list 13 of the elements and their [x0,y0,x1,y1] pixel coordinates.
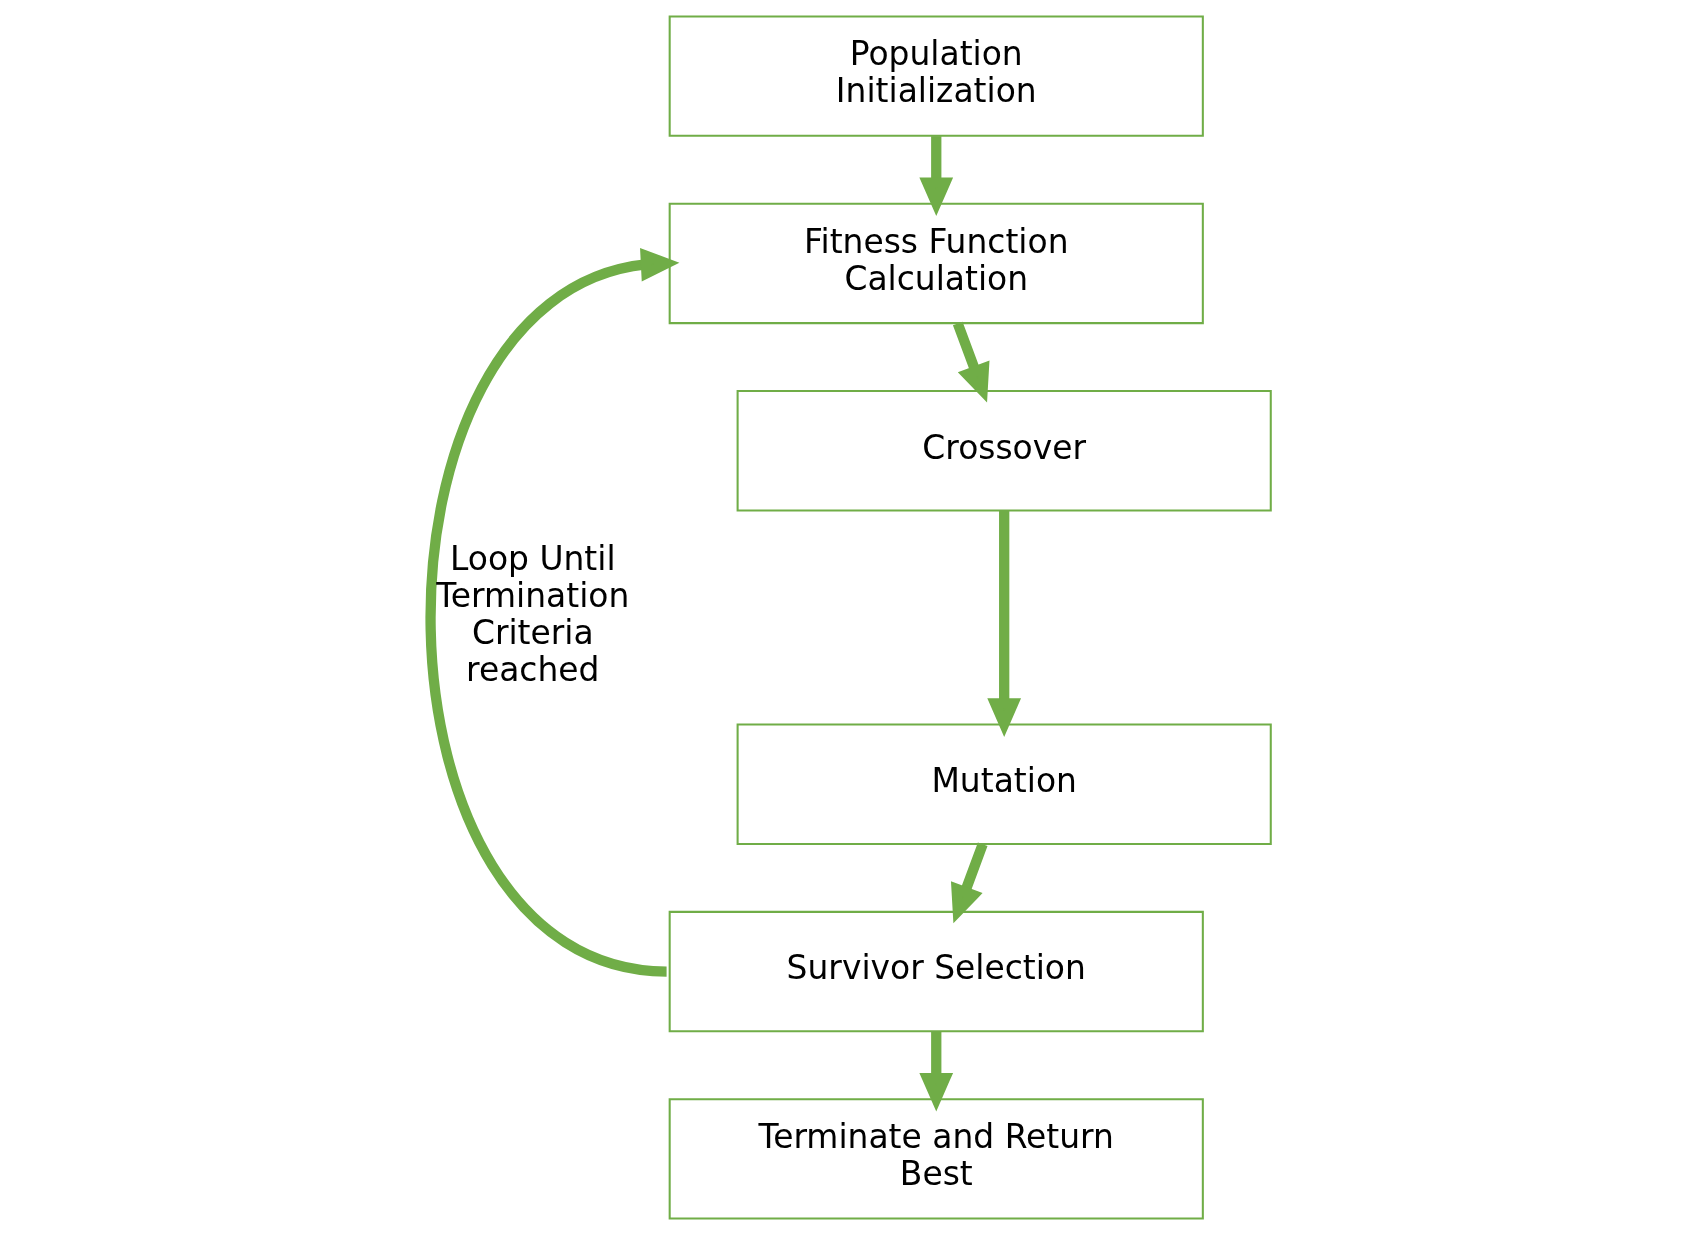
arrow [918,1031,953,1112]
arrow [425,247,679,977]
edge-label: Loop Until Termination Criteria reached [435,538,629,689]
arrow [918,136,953,216]
arrow [950,842,987,924]
arrow [986,510,1021,737]
node-box: Terminate and Return Best [668,1098,1204,1220]
node-box: Crossover [736,390,1272,512]
node-box: Mutation [736,723,1272,845]
node-box: Survivor Selection [668,910,1204,1033]
node-box: Fitness Function Calculation [668,202,1204,325]
arrow [952,321,989,403]
node-box: Population Initialization [668,15,1204,137]
